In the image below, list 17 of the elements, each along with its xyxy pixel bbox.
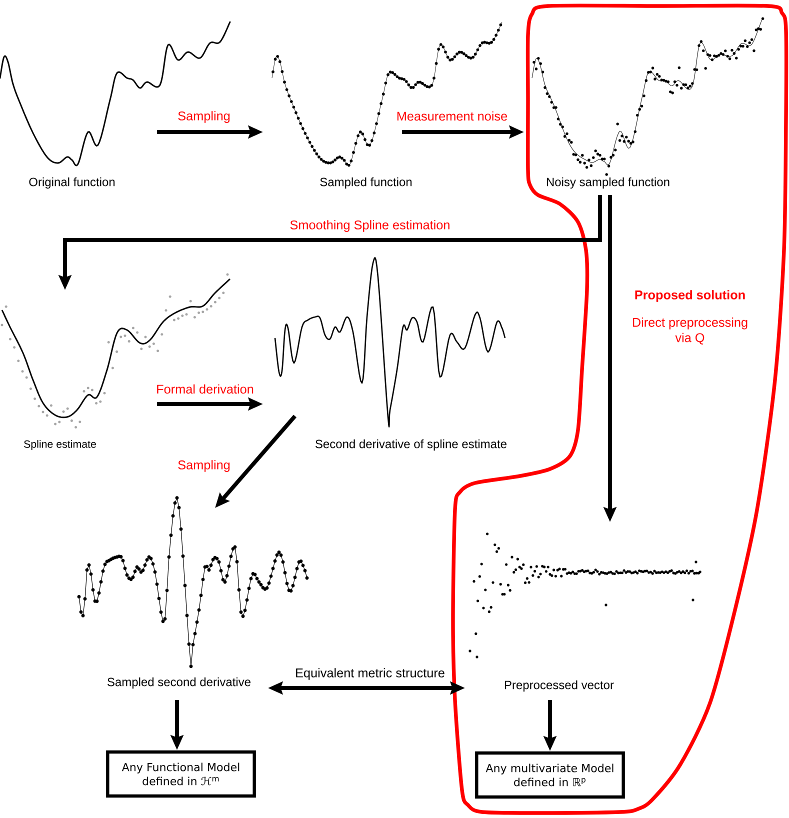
plot-label: Noisy sampled function [546,177,670,189]
model-box: Any multivariate Model defined in ℝ$^{p}$ [475,751,625,799]
edge-label: Sampling [178,460,230,472]
plot-label: Second derivative of spline estimate [316,439,506,451]
plot-label: Preprocessed vector [504,680,614,692]
edge-label: Formal derivation [157,384,254,394]
model-box: Any Functional Model defined in ℋ$^{m}$ [106,750,256,798]
plot-label: Sampled second derivative [108,677,250,689]
plot-label: Spline estimate [24,440,96,450]
region-heading: Proposed solution [635,290,745,302]
plot-label: Sampled function [320,177,412,189]
plot-label: Original function [29,177,115,189]
edge-label: Direct preprocessing via Q [632,318,748,344]
edge-label: Smoothing Spline estimation [290,220,450,232]
edge-label: Equivalent metric structure [296,668,444,680]
edge-label: Sampling [178,111,230,123]
edge-label: Measurement noise [397,111,508,121]
